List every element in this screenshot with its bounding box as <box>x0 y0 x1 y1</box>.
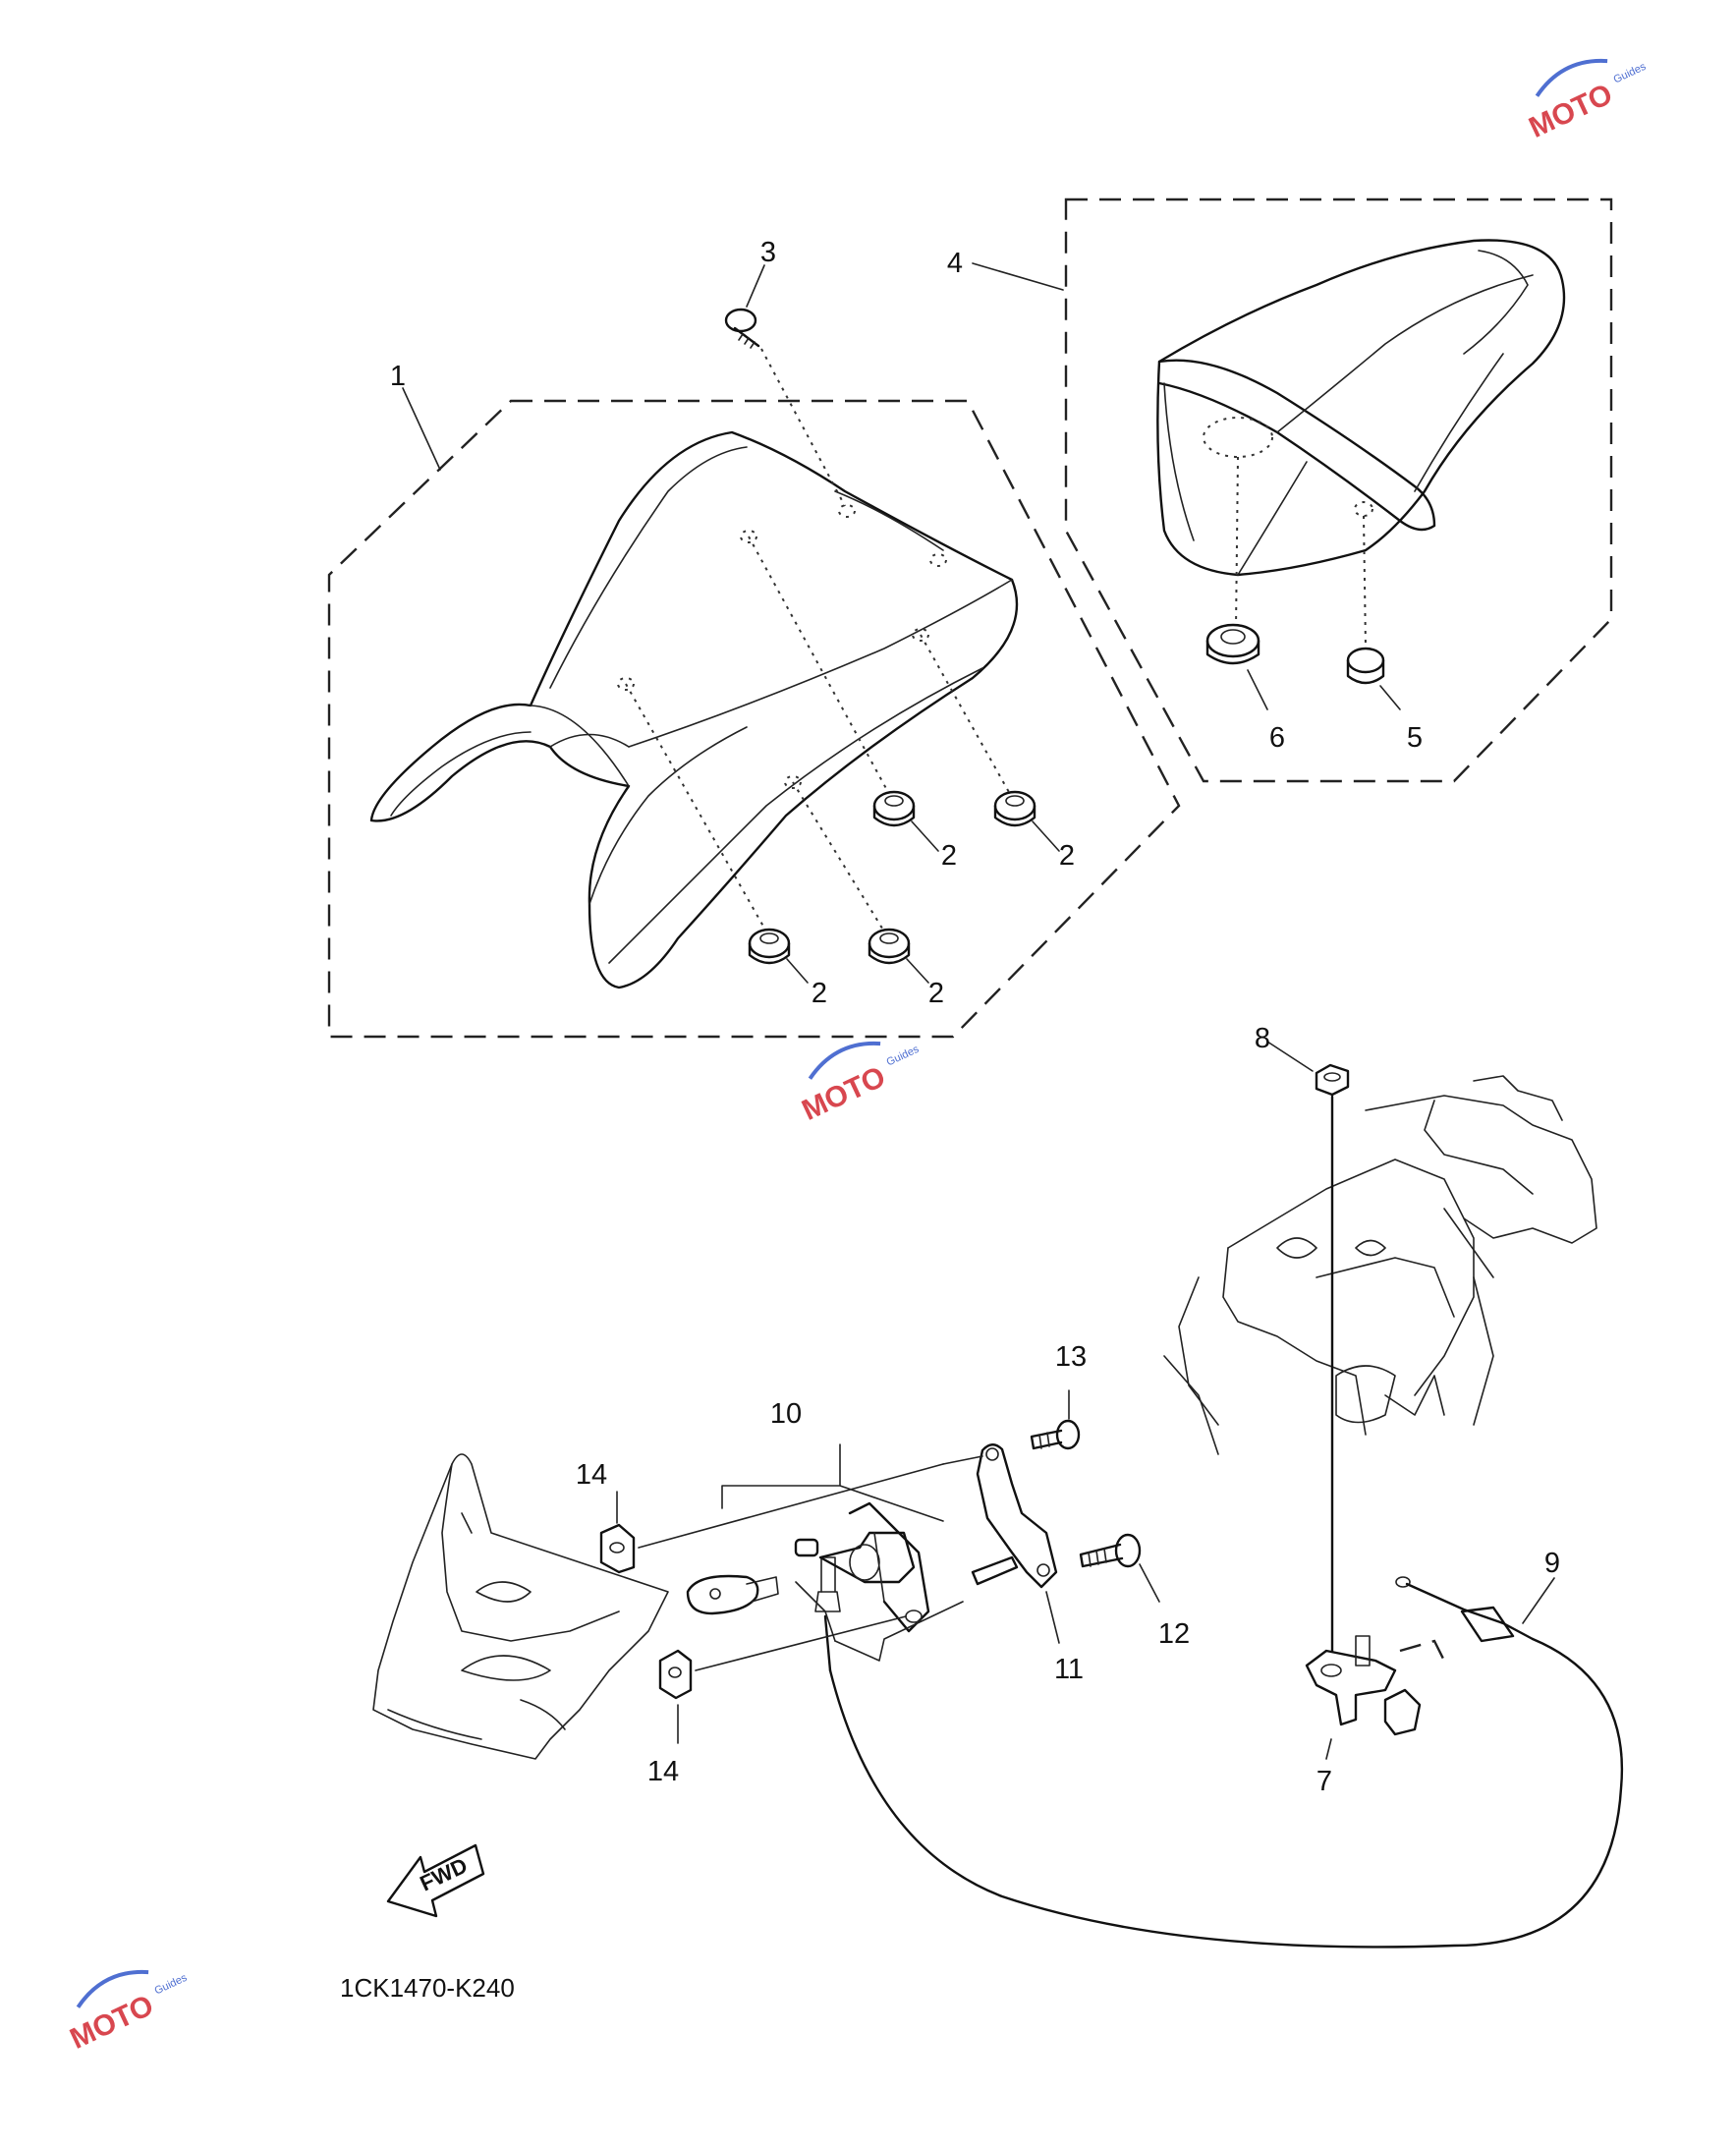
callout-7: 7 <box>1316 1766 1332 1797</box>
grommet-2-c <box>748 928 791 965</box>
front-seat-mount-lines <box>617 530 1011 932</box>
callout-1: 1 <box>390 361 406 392</box>
fwd-label: FWD <box>417 1853 472 1896</box>
grommet-2-b <box>993 790 1036 827</box>
grommet-5 <box>1346 647 1385 685</box>
callout-5: 5 <box>1407 722 1423 754</box>
watermark-text: MOTO <box>1524 78 1617 144</box>
watermark-subtext: Guides <box>885 1044 922 1069</box>
front-seat <box>369 430 1019 989</box>
clip-nut-14-lower <box>658 1649 693 1700</box>
callout-13: 13 <box>1055 1341 1087 1373</box>
grommet-2-a <box>872 790 916 827</box>
rear-seat <box>1156 239 1566 648</box>
callout-2d: 2 <box>928 978 944 1009</box>
callout-6: 6 <box>1269 722 1285 754</box>
diagram-ref-code: 1CK1470-K240 <box>340 1973 515 2003</box>
side-cover-panel <box>372 1453 669 1760</box>
watermark-subtext: Guides <box>1612 61 1649 86</box>
watermark-text: MOTO <box>797 1060 890 1127</box>
watermark-subtext: Guides <box>153 1972 190 1998</box>
grommet-6 <box>1205 623 1260 665</box>
callout-2a: 2 <box>941 840 957 872</box>
callout-2b: 2 <box>1059 840 1075 872</box>
callout-2c: 2 <box>812 978 827 1009</box>
bolt-12 <box>1079 1533 1142 1568</box>
callout-14a: 14 <box>576 1459 607 1491</box>
bolt-13 <box>1030 1419 1081 1450</box>
callout-11: 11 <box>1054 1654 1084 1685</box>
seat-lock-cable-9 <box>814 1556 1624 1949</box>
bracket-11 <box>942 1443 1058 1589</box>
watermark-top-right: MOTO Guides <box>1524 58 1649 144</box>
callout-3: 3 <box>760 237 776 268</box>
watermark-text: MOTO <box>65 1989 158 2056</box>
callout-9: 9 <box>1544 1548 1560 1579</box>
clip-nut-14-upper <box>599 1523 636 1574</box>
front-seat-group-boundary <box>327 399 1181 1039</box>
key-cylinder-10 <box>686 1443 964 1662</box>
callout-14b: 14 <box>647 1756 679 1787</box>
watermark-bottom-left: MOTO Guides <box>65 1969 190 2056</box>
nut-8 <box>1315 1063 1350 1097</box>
fwd-arrow: FWD <box>386 1843 485 1918</box>
grommet-2-d <box>868 928 911 965</box>
callout-4: 4 <box>947 248 963 279</box>
rear-frame <box>1163 1075 1597 1455</box>
bolt-3 <box>724 308 856 518</box>
rear-seat-group-boundary <box>1064 198 1613 783</box>
seat-latch-7 <box>1305 1635 1446 1736</box>
callout-8: 8 <box>1255 1023 1270 1054</box>
callout-10: 10 <box>770 1398 802 1430</box>
callout-12: 12 <box>1158 1618 1190 1650</box>
